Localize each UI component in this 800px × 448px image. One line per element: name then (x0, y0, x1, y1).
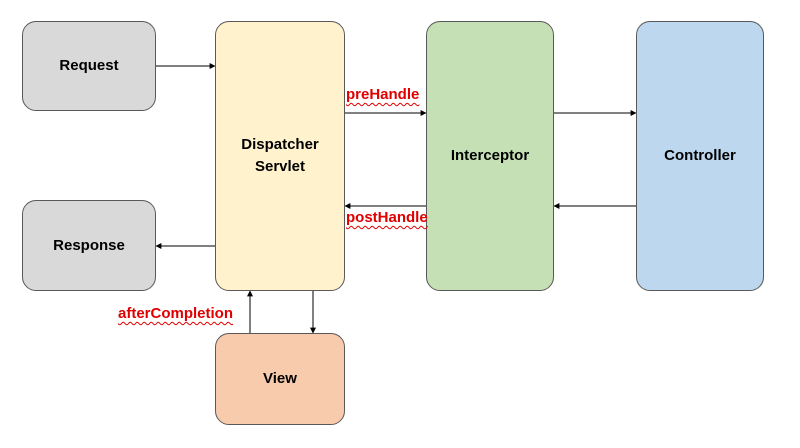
dispatcher-servlet-label: Dispatcher Servlet (241, 136, 319, 175)
view-node: View (215, 333, 345, 425)
dispatcher-servlet-node: Dispatcher Servlet (215, 21, 345, 291)
controller-node: Controller (636, 21, 764, 291)
view-label: View (263, 370, 297, 387)
controller-label: Controller (664, 147, 736, 164)
request-label: Request (59, 57, 119, 74)
request-node: Request (22, 21, 156, 111)
prehandle-label: preHandle (346, 86, 420, 103)
response-label: Response (53, 236, 125, 254)
aftercompletion-label: afterCompletion (118, 305, 234, 322)
interceptor-node: Interceptor (426, 21, 554, 291)
response-node: Response (22, 200, 156, 291)
posthandle-label: postHandle (346, 209, 428, 226)
interceptor-label: Interceptor (450, 147, 530, 164)
